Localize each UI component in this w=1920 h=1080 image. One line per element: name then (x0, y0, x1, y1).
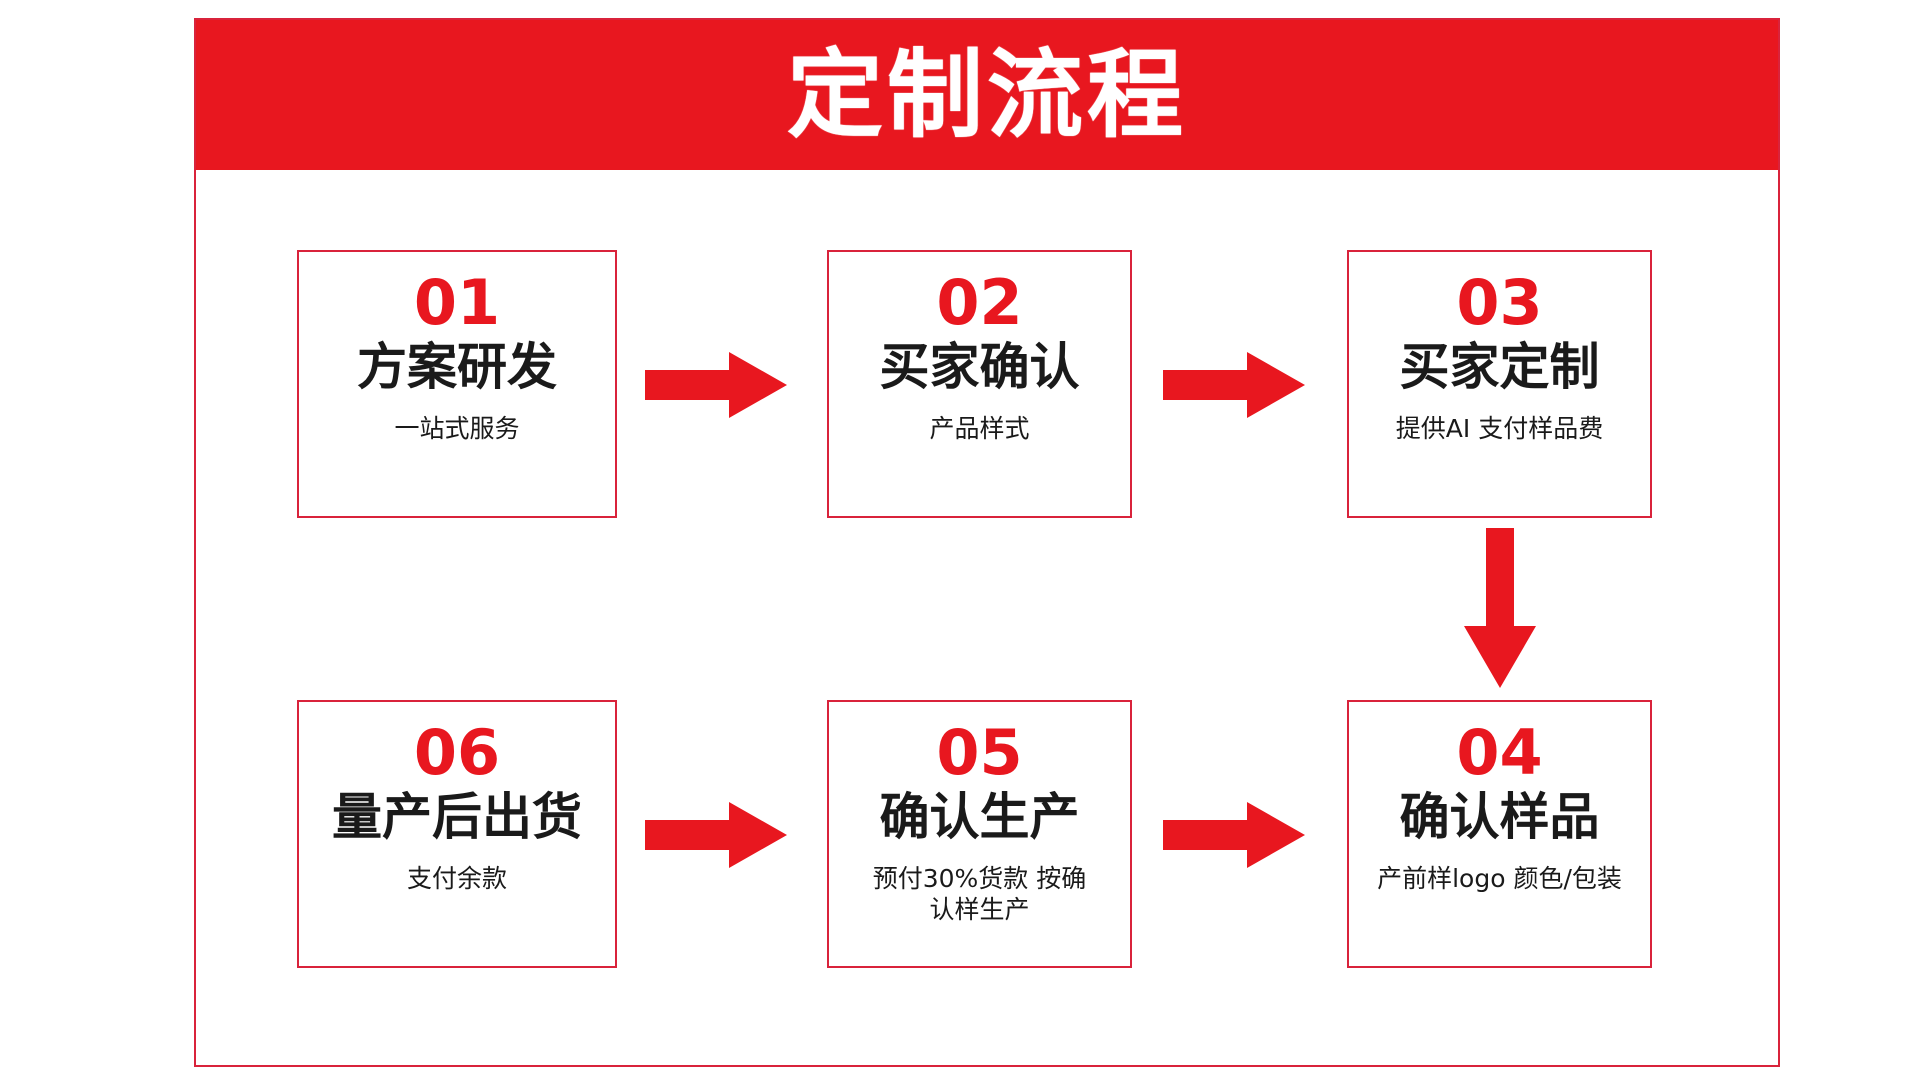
step-number-03: 03 (1456, 266, 1543, 339)
step-title-03: 买家定制 (1399, 338, 1600, 397)
step-subtitle-line: 产前样logo 颜色/包装 (1377, 863, 1622, 893)
step-subtitle-05: 预付30%货款 按确 认样生产 (865, 863, 1095, 926)
step-subtitle-line: 认样生产 (929, 894, 1030, 924)
step-subtitle-06: 支付余款 (399, 863, 515, 894)
step-card-06[interactable]: 06 量产后出货 支付余款 (297, 700, 617, 968)
step-card-02[interactable]: 02 买家确认 产品样式 (827, 250, 1132, 518)
step-number-01: 01 (413, 266, 501, 339)
step-subtitle-02: 产品样式 (921, 413, 1037, 444)
page-title: 定制流程 (787, 39, 1187, 151)
step-number-04: 04 (1456, 716, 1543, 789)
step-title-02: 买家确认 (879, 338, 1080, 397)
step-card-04[interactable]: 04 确认样品 产前样logo 颜色/包装 (1347, 700, 1652, 968)
header-banner: 定制流程 (196, 20, 1778, 170)
step-subtitle-04: 产前样logo 颜色/包装 (1369, 863, 1630, 894)
step-subtitle-line: 一站式服务 (394, 413, 520, 443)
arrow-right-icon-01-to-02 (645, 352, 787, 418)
step-subtitle-01: 一站式服务 (386, 413, 527, 444)
arrow-right-icon-06-to-05 (645, 802, 787, 868)
arrow-down-icon-03-to-04 (1464, 528, 1536, 688)
arrow-right-icon-05-to-04 (1163, 802, 1305, 868)
step-subtitle-line: 支付余款 (406, 863, 507, 893)
step-card-03[interactable]: 03 买家定制 提供AI 支付样品费 (1347, 250, 1652, 518)
step-subtitle-line: 产品样式 (929, 413, 1030, 443)
step-title-05: 确认生产 (879, 788, 1080, 847)
step-number-05: 05 (936, 716, 1023, 789)
step-number-06: 06 (413, 716, 501, 789)
step-subtitle-line: 提供AI 支付样品费 (1395, 413, 1604, 443)
step-subtitle-line: 预付30%货款 按确 (872, 863, 1087, 893)
step-title-06: 量产后出货 (332, 788, 582, 847)
step-title-01: 方案研发 (357, 338, 557, 397)
step-subtitle-03: 提供AI 支付样品费 (1388, 413, 1611, 444)
step-title-04: 确认样品 (1399, 788, 1600, 847)
step-card-01[interactable]: 01 方案研发 一站式服务 (297, 250, 617, 518)
arrow-right-icon-02-to-03 (1163, 352, 1305, 418)
step-number-02: 02 (936, 266, 1023, 339)
step-card-05[interactable]: 05 确认生产 预付30%货款 按确 认样生产 (827, 700, 1132, 968)
